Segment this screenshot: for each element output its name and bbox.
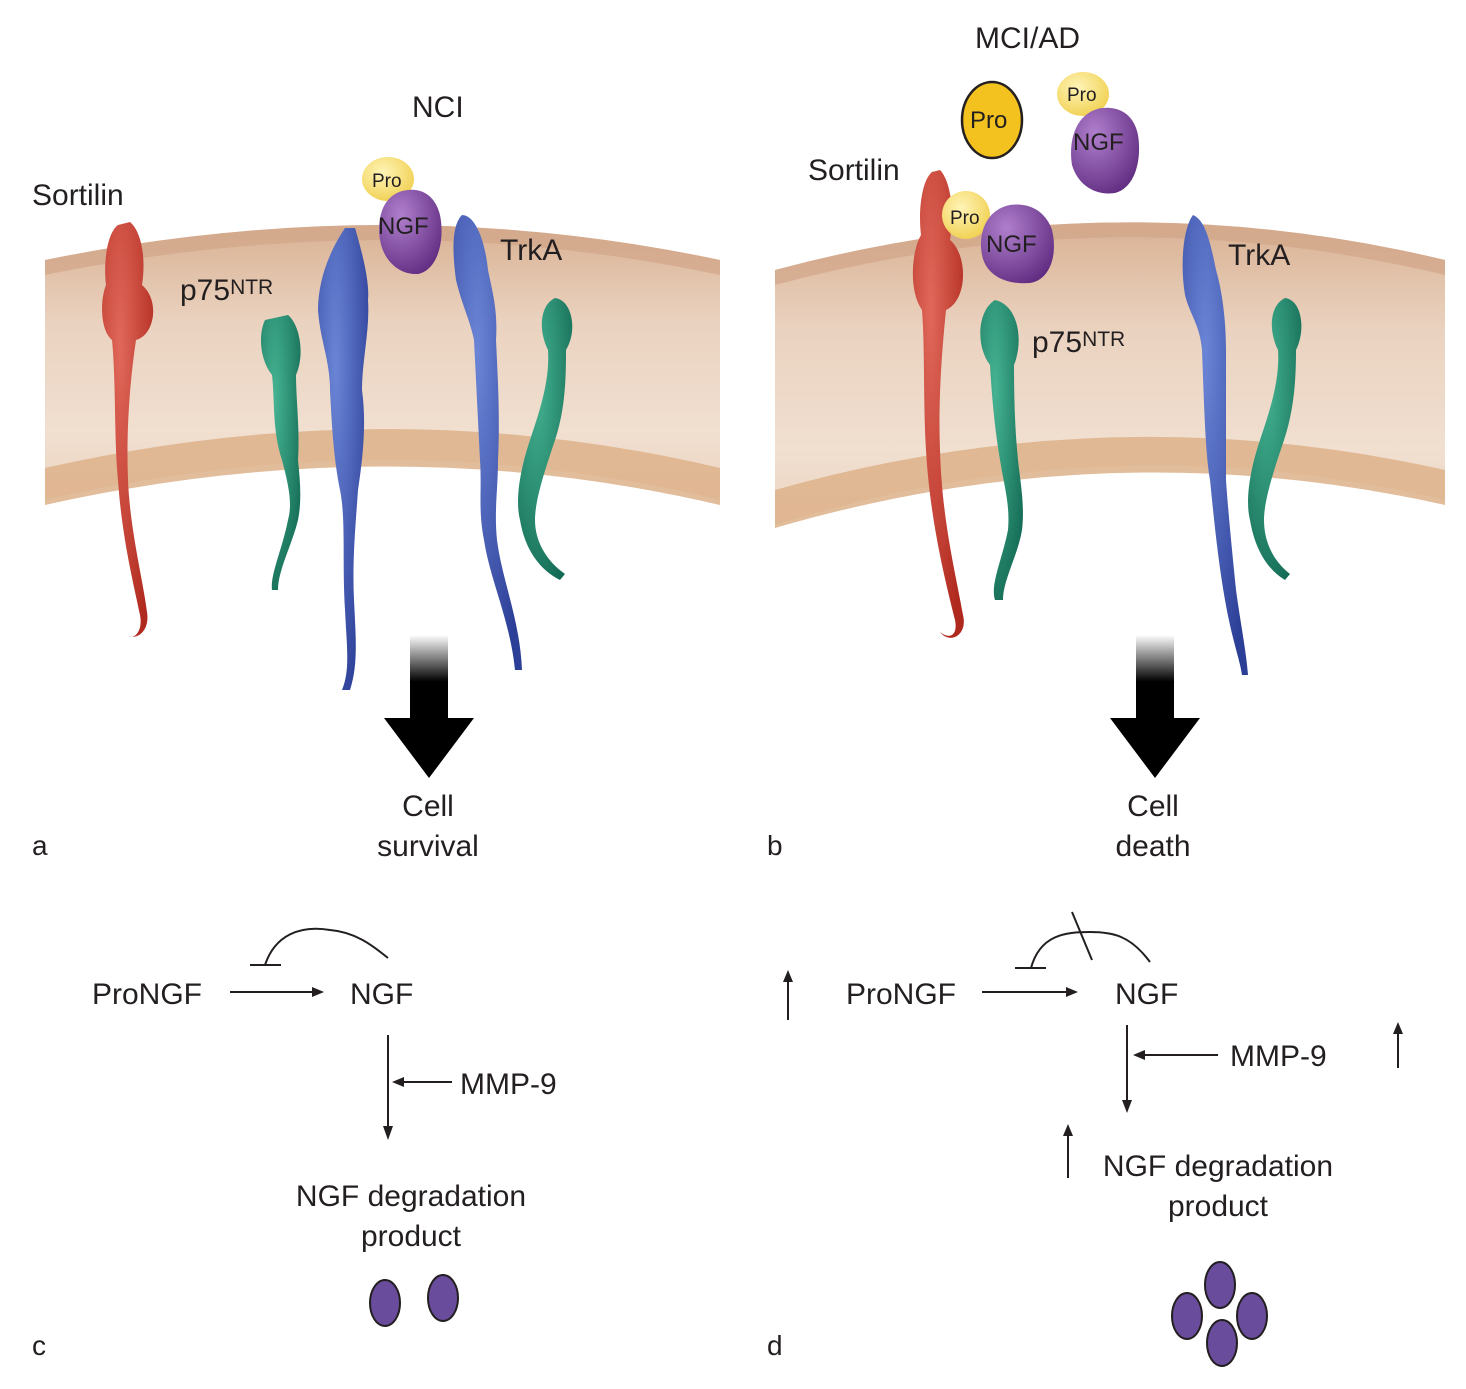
conversion-arrow-icon [982,987,1078,997]
panel-letter: d [767,1330,783,1361]
panel-letter: c [32,1330,46,1361]
outcome-label-line2: death [1115,830,1190,863]
panel-b: Pro Pro NGF Pro NGF MCI/AD Sortilin p75N… [767,22,1445,863]
p75-label: p75NTR [1032,326,1125,359]
prongf-label: ProNGF [92,978,202,1011]
ngf-molecule: NGF [980,204,1054,284]
cell-membrane [775,222,1445,528]
increase-arrow-icon [783,970,793,1020]
pro-domain: Pro [942,191,990,239]
mmp9-arrow-icon [392,1077,452,1087]
product-label-line1: NGF degradation [296,1180,526,1213]
condition-label: NCI [412,91,464,124]
mmp9-arrow-icon [1133,1050,1218,1060]
degradation-particle [369,1279,401,1327]
feedback-inhibition-icon [250,927,389,966]
signal-arrow-icon [384,635,474,778]
pro-domain-free: Pro [960,80,1024,160]
outcome-label-line2: survival [377,830,479,863]
ngf-label: NGF [350,978,413,1011]
increase-arrow-icon [1063,1124,1073,1178]
product-label-line1: NGF degradation [1103,1150,1333,1183]
panel-letter: a [32,830,48,861]
outcome-label-line1: Cell [402,790,454,823]
panel-a: Pro NGF NCI Sortilin p75NTR TrkA Cell su… [32,91,720,863]
degradation-particle [1171,1292,1203,1340]
degradation-arrow-icon [1122,1025,1132,1113]
ngf-label: NGF [378,213,429,240]
sortilin-label: Sortilin [32,179,124,212]
ngf-label: NGF [1073,129,1124,156]
panel-c: ProNGF NGF MMP-9 NGF degradation product… [32,927,557,1361]
panel-letter: b [767,830,783,861]
degradation-particle [1206,1319,1238,1367]
trka-receptor [1182,215,1248,675]
outcome-label-line1: Cell [1127,790,1179,823]
degradation-particle [1204,1261,1236,1309]
product-label-line2: product [1168,1190,1269,1223]
panel-d: ProNGF NGF MMP-9 NGF degradation [767,911,1403,1367]
product-label-line2: product [361,1220,462,1253]
trka-label: TrkA [500,234,562,267]
trka-receptor [318,228,369,690]
prongf-label: ProNGF [846,978,956,1011]
pro-label: Pro [950,208,980,229]
sortilin-receptor [912,170,964,638]
degradation-particle [427,1274,459,1322]
degradation-particles [369,1274,459,1327]
sortilin-label: Sortilin [808,154,900,187]
feedback-inhibition-blocked-icon [1015,911,1151,969]
increase-arrow-icon [1393,1022,1403,1068]
pro-label: Pro [1067,85,1097,106]
signal-arrow-icon [1110,635,1200,778]
p75-receptor [980,300,1023,600]
pro-domain: Pro [362,157,414,201]
pro-domain: Pro [1057,72,1109,116]
cell-membrane [45,225,720,505]
degradation-particles [1171,1261,1268,1367]
p75-receptor [260,315,301,590]
sortilin-receptor [102,222,154,637]
conversion-arrow-icon [230,987,324,997]
mmp9-label: MMP-9 [460,1068,557,1101]
degradation-particle [1236,1292,1268,1340]
ngf-label: NGF [986,231,1037,258]
ngf-molecule: NGF [378,189,442,275]
mmp9-label: MMP-9 [1230,1040,1327,1073]
p75-receptor [518,298,573,580]
pro-label: Pro [372,171,402,192]
degradation-arrow-icon [383,1035,393,1140]
condition-label: MCI/AD [975,22,1080,55]
p75-receptor [1248,298,1302,580]
pro-label: Pro [970,107,1007,134]
p75-label: p75NTR [180,274,273,307]
trka-receptor [453,215,522,670]
ngf-label: NGF [1115,978,1178,1011]
ngf-molecule: NGF [1071,107,1140,194]
trka-label: TrkA [1228,239,1290,272]
